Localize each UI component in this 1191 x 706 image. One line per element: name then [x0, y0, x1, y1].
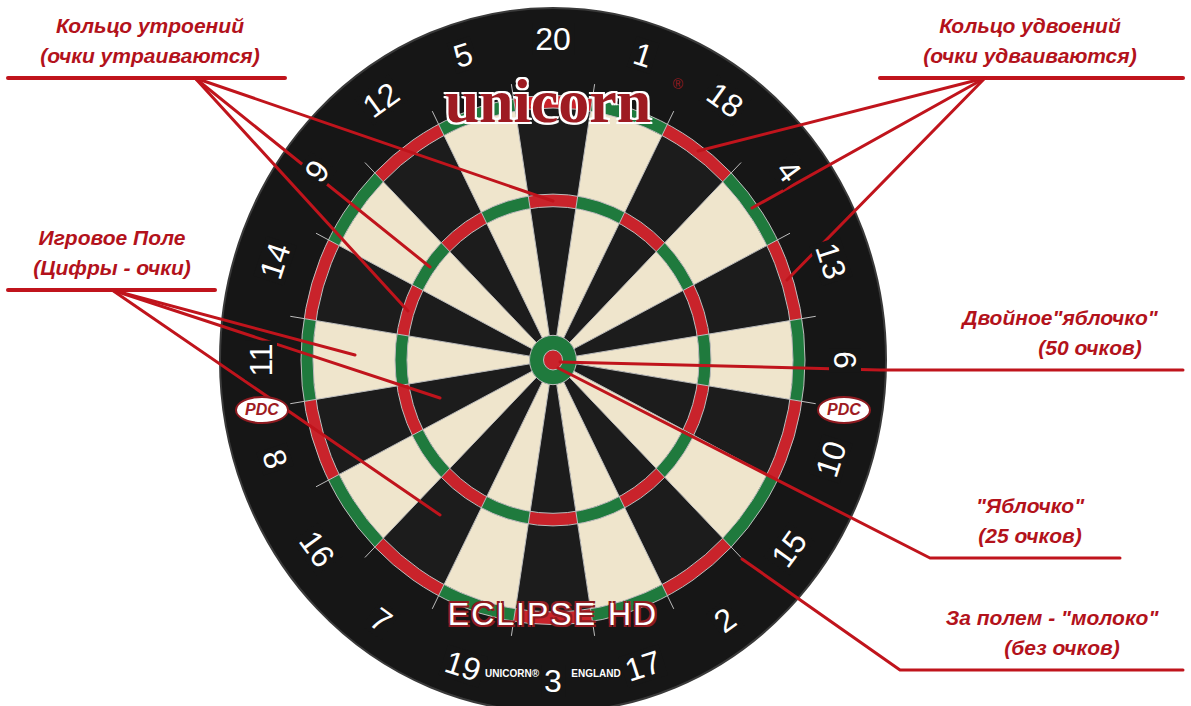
registered-mark: ®	[673, 76, 683, 92]
leader-line	[698, 78, 985, 151]
spider-wire	[574, 233, 790, 349]
spider-wire	[432, 111, 542, 338]
brand-logo: unicorn	[445, 70, 652, 132]
callout-note: (очки удваиваются)	[923, 44, 1136, 68]
callout-title: "Яблочко"	[976, 494, 1084, 518]
leader-line	[560, 362, 1183, 370]
leader-lines	[8, 78, 1183, 670]
spider-wire	[316, 371, 532, 487]
spider-wire	[290, 364, 530, 404]
board-number: 3	[541, 665, 565, 697]
callout-title: За полем - "молоко"	[946, 606, 1159, 630]
underline	[880, 76, 1183, 80]
leader-line	[558, 368, 1120, 558]
board-number: 20	[532, 23, 574, 55]
model-name: ECLIPSE HD	[448, 598, 658, 630]
leader-line	[112, 290, 440, 398]
spider-wire	[530, 335, 577, 384]
logo-badge: PDC	[817, 396, 871, 424]
spider-wire	[570, 163, 741, 343]
double-segment	[662, 538, 731, 596]
callout-title: Кольцо утроений	[56, 14, 244, 38]
leader-line	[742, 559, 1183, 670]
callout-note: (50 очков)	[1038, 336, 1141, 360]
double-segment	[301, 319, 316, 402]
callout-title: Игровое Поле	[39, 226, 186, 250]
spider-wire	[365, 163, 536, 343]
spider-wire	[301, 95, 805, 624]
spider-wire	[365, 377, 536, 557]
bullseye	[544, 350, 563, 370]
callout-note: (без очков)	[1004, 636, 1119, 660]
board-segments	[290, 84, 815, 636]
board-number: 6	[829, 348, 861, 372]
badge-text: PDC	[827, 401, 861, 419]
double-segment	[767, 240, 802, 321]
badge-text: PDC	[245, 401, 279, 419]
outer-bull	[530, 335, 577, 384]
double-segment	[767, 399, 802, 480]
spider-wire	[544, 350, 563, 370]
spider-wire	[576, 316, 816, 356]
leader-line	[112, 290, 355, 355]
double-segment	[662, 124, 731, 182]
spider-wire	[290, 316, 530, 356]
spider-wire	[313, 108, 793, 612]
spider-wire	[564, 382, 674, 609]
callout-note: (Цифры - очки)	[33, 256, 191, 280]
logo-badge: PDC	[235, 396, 289, 424]
callout-title: Кольцо удвоений	[939, 14, 1121, 38]
double-segment	[328, 474, 383, 547]
callout-note: (25 очков)	[978, 524, 1081, 548]
double-segment	[723, 173, 778, 246]
board-number: 11	[245, 340, 277, 379]
maker-mark: UNICORN®	[484, 668, 540, 680]
leader-line	[752, 78, 985, 208]
double-segment	[304, 240, 339, 321]
double-segment	[375, 538, 444, 596]
callout-title: Двойное"яблочко"	[962, 306, 1157, 330]
underline	[8, 76, 285, 80]
leader-line	[112, 290, 440, 515]
double-segment	[304, 399, 339, 480]
callout-note: (очки утраиваются)	[40, 44, 259, 68]
spider-wire	[576, 364, 816, 404]
maker-mark: ENGLAND	[570, 668, 621, 680]
spider-wire	[570, 377, 741, 557]
double-segment	[723, 474, 778, 547]
double-segment	[790, 319, 805, 402]
